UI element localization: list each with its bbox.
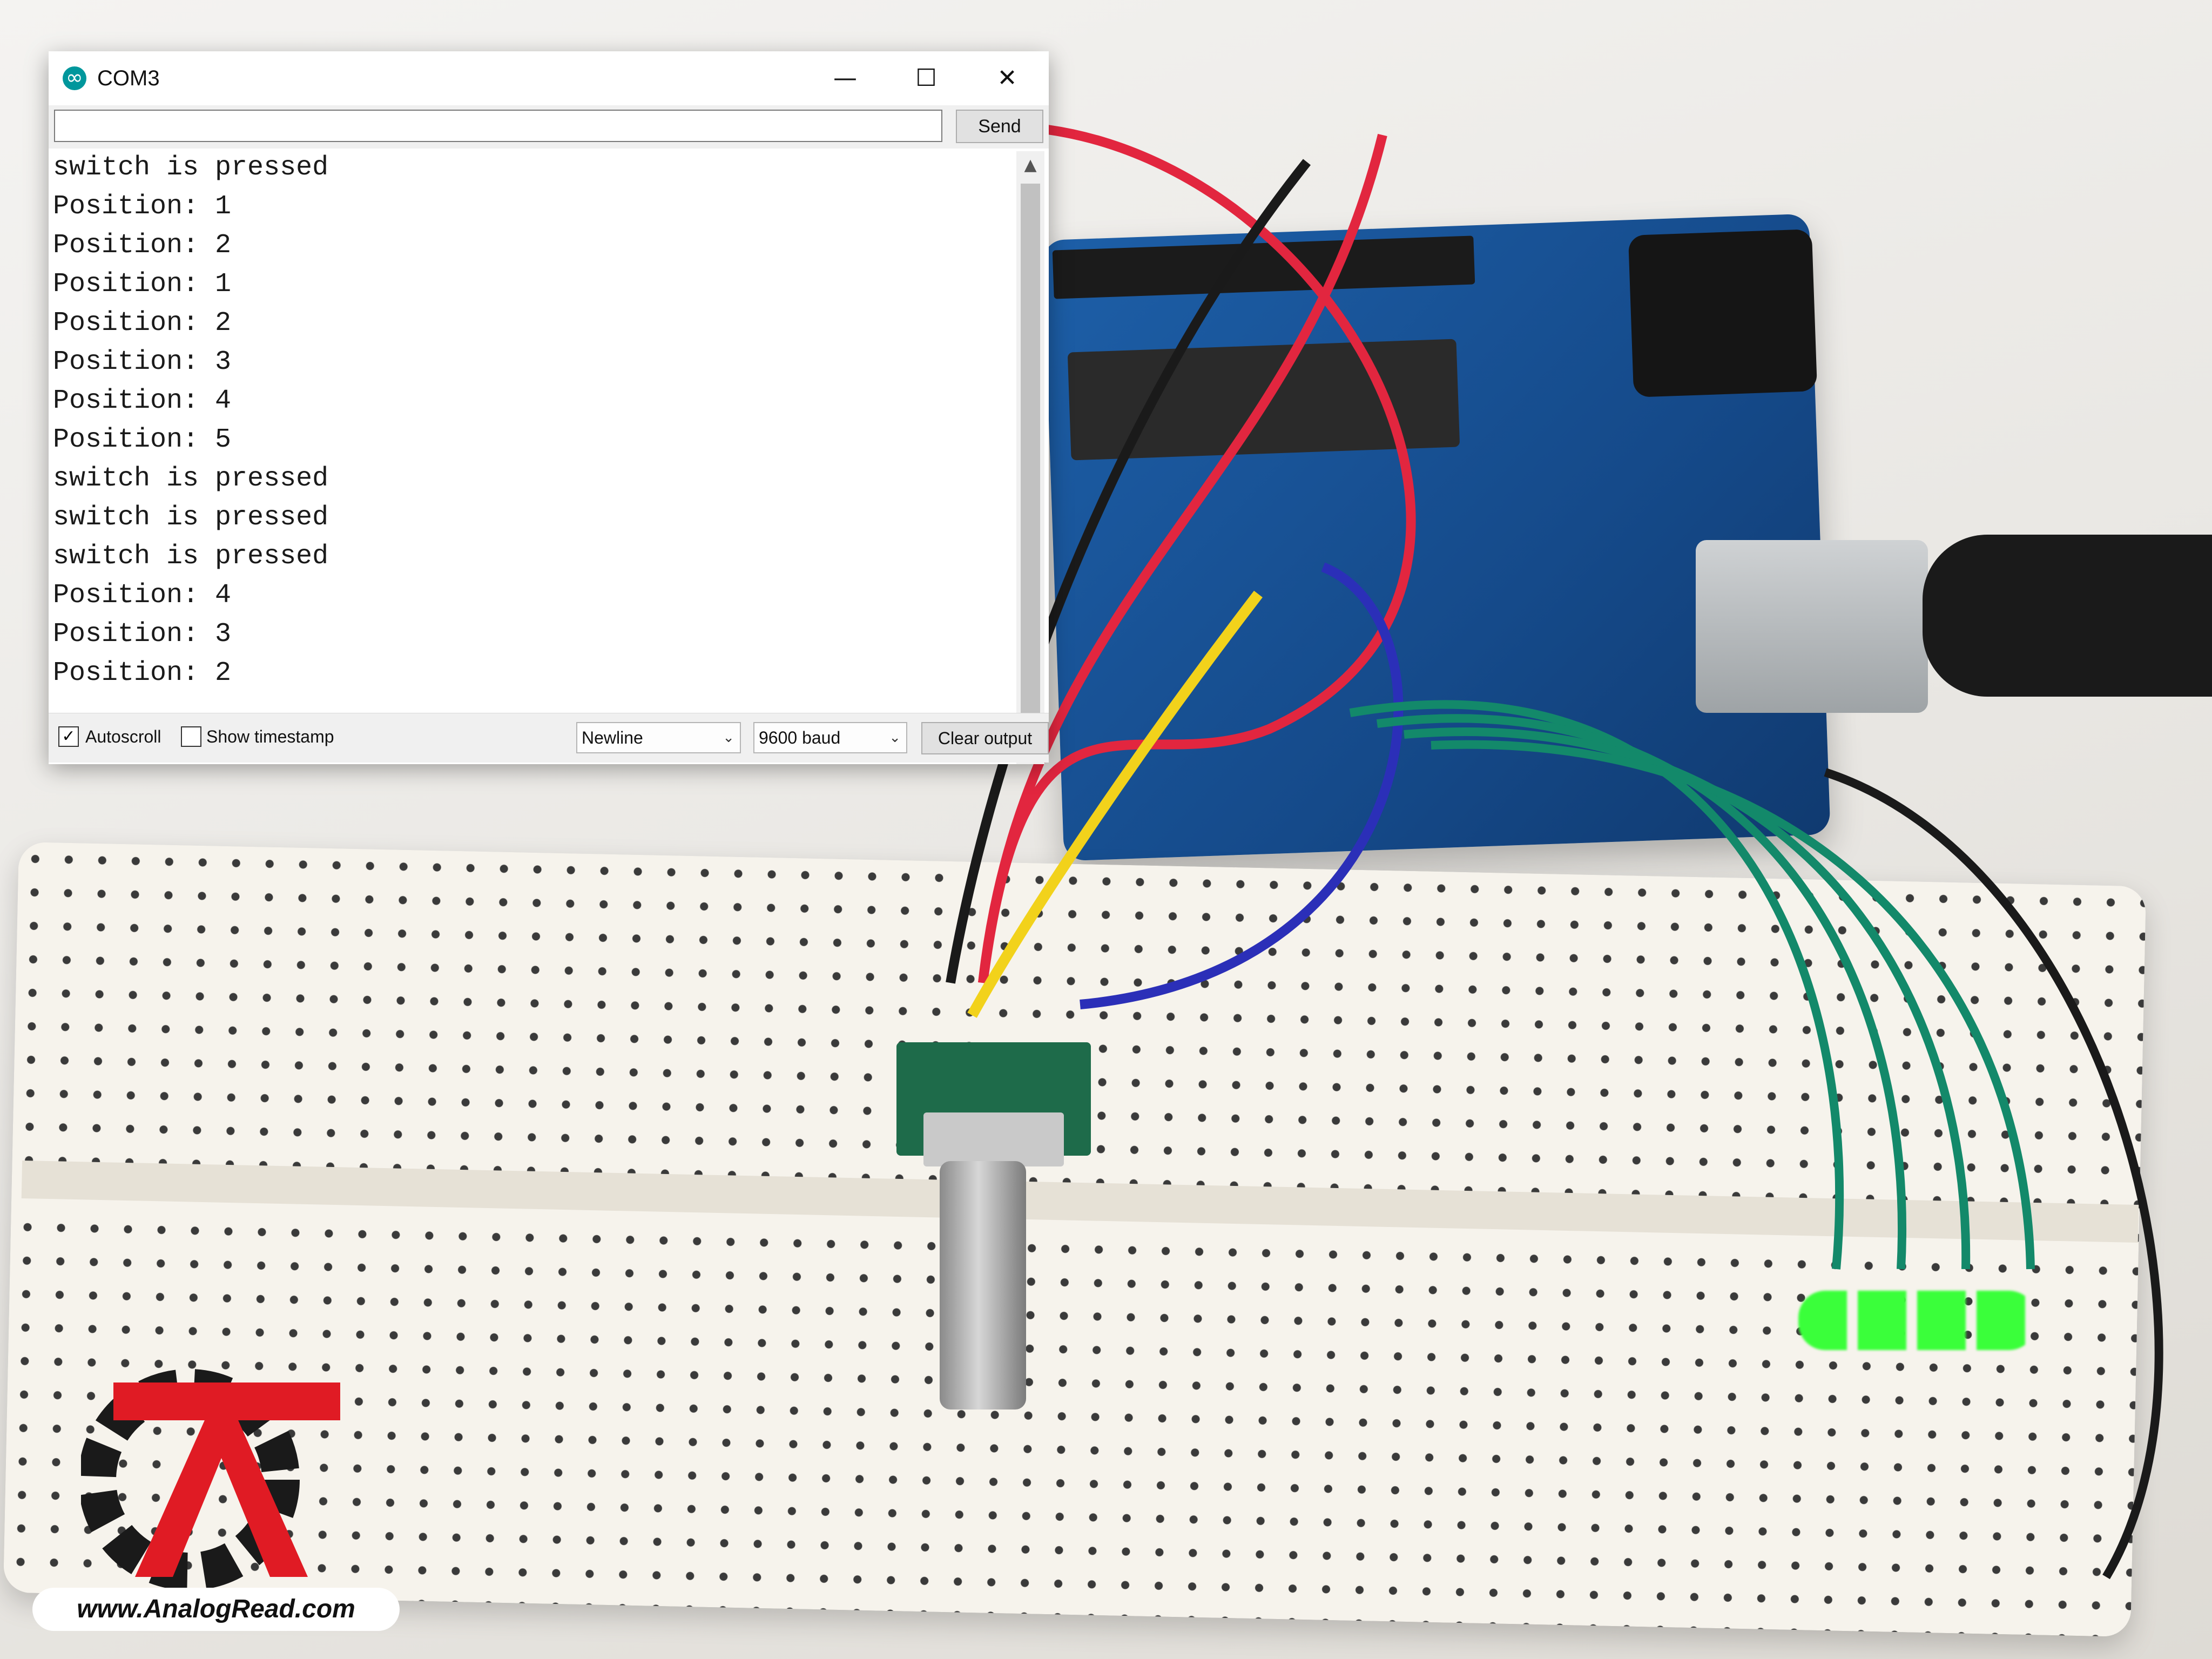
- close-button[interactable]: ✕: [997, 64, 1017, 92]
- usb-cable: [1923, 535, 2212, 697]
- line-ending-select[interactable]: Newline ⌄: [576, 722, 741, 753]
- show-timestamp-checkbox[interactable]: [181, 726, 201, 747]
- blue-wire: [1080, 562, 1404, 1009]
- clear-output-button[interactable]: Clear output: [921, 722, 1049, 754]
- output-line: Position: 5: [53, 424, 232, 455]
- green-leds: [1798, 1291, 2036, 1350]
- footer-bar: ✓ Autoscroll Show timestamp Newline ⌄ 96…: [49, 713, 1049, 763]
- output-line: switch is pressed: [53, 152, 329, 183]
- send-row: Send: [49, 105, 1049, 149]
- baud-rate-value: 9600 baud: [759, 728, 841, 747]
- analogread-logo: [81, 1369, 340, 1590]
- chevron-down-icon: ⌄: [723, 730, 734, 746]
- maximize-button[interactable]: ☐: [915, 64, 937, 92]
- output-line: Position: 3: [53, 347, 232, 377]
- title-bar[interactable]: COM3 — ☐ ✕: [49, 51, 1049, 105]
- black-wire-2: [1824, 768, 2163, 1580]
- output-line: Position: 4: [53, 386, 232, 416]
- green-wire-4: [1431, 740, 2035, 1270]
- website-url: www.AnalogRead.com: [32, 1588, 400, 1631]
- rotary-encoder-shaft: [940, 1161, 1026, 1410]
- autoscroll-checkbox[interactable]: ✓: [58, 726, 79, 747]
- scrollbar-thumb[interactable]: [1021, 184, 1040, 724]
- output-line: switch is pressed: [53, 463, 329, 494]
- output-line: Position: 2: [53, 658, 232, 689]
- rotary-encoder-body: [923, 1112, 1064, 1166]
- line-ending-value: Newline: [582, 728, 643, 747]
- green-wire-3: [1404, 727, 1971, 1270]
- red-wire: [978, 125, 1416, 984]
- output-line: Position: 4: [53, 580, 232, 611]
- green-wire-2: [1376, 714, 1907, 1270]
- serial-send-input[interactable]: [54, 110, 942, 142]
- output-line: switch is pressed: [53, 502, 329, 533]
- minimize-button[interactable]: —: [833, 64, 857, 92]
- red-wire-2: [978, 133, 1387, 983]
- baud-rate-select[interactable]: 9600 baud ⌄: [753, 722, 907, 753]
- chevron-down-icon: ⌄: [889, 730, 901, 746]
- serial-monitor-window: COM3 — ☐ ✕ Send switch is pressed Positi…: [49, 51, 1049, 764]
- output-line: Position: 2: [53, 230, 232, 261]
- green-wire-1: [1349, 700, 1844, 1270]
- autoscroll-label: Autoscroll: [85, 727, 161, 746]
- output-line: Position: 3: [53, 619, 232, 650]
- output-line: Position: 1: [53, 191, 232, 222]
- scroll-up-icon[interactable]: ▲: [1024, 156, 1037, 174]
- output-line: Position: 2: [53, 308, 232, 339]
- black-wire: [946, 159, 1311, 984]
- serial-output[interactable]: switch is pressed Position: 1 Position: …: [49, 149, 1021, 764]
- usb-port: [1696, 540, 1928, 713]
- output-line: Position: 1: [53, 269, 232, 300]
- window-title: COM3: [97, 66, 160, 90]
- arduino-icon: [63, 65, 86, 90]
- send-button[interactable]: Send: [956, 110, 1043, 143]
- vertical-scrollbar[interactable]: ▲ ▼: [1016, 151, 1044, 764]
- output-line: switch is pressed: [53, 541, 329, 572]
- yellow-wire: [967, 590, 1263, 1018]
- show-timestamp-label: Show timestamp: [206, 727, 334, 746]
